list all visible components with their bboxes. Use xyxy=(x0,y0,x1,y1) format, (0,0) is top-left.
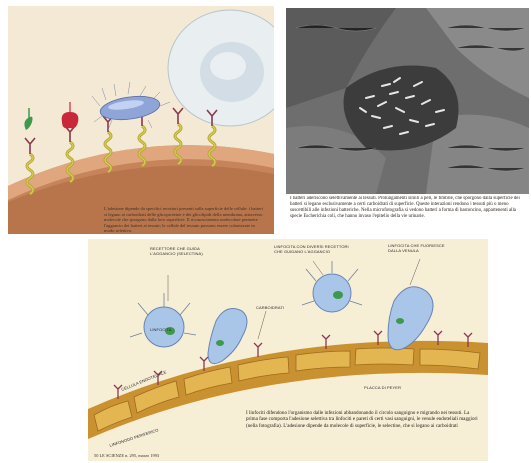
micrograph-image xyxy=(286,8,529,194)
bacterium-icon xyxy=(92,82,170,130)
lymphocyte-1-icon xyxy=(130,293,196,347)
panel-micrograph: I batteri aderiscono selettivamente ai t… xyxy=(286,8,529,232)
label-carboidrati: CARBOIDRATI xyxy=(256,305,284,310)
caption-panel-a: L'adesione dipende da specifici recettor… xyxy=(104,206,264,232)
membrane-illustration xyxy=(8,6,274,234)
page-footer: 50 LE SCIENZE n. 295, marzo 1993 xyxy=(94,453,159,458)
caption-panel-c: I linfociti difendono l'organismo dalle … xyxy=(246,410,480,454)
lymphocyte-3-icon xyxy=(302,261,362,312)
label-placca: PLACCA DI PEYER xyxy=(364,385,401,390)
label-linfonodo: LINFONODO PERIFERICO xyxy=(109,427,159,448)
label-linfocita-1: LINFOCITA xyxy=(150,327,172,332)
lymphocyte-2-icon xyxy=(208,309,247,364)
lymphocyte-4-icon xyxy=(388,287,433,350)
panel-bacterial-adhesion: L'adesione dipende da specifici recettor… xyxy=(8,6,274,234)
caption-panel-b: I batteri aderiscono selettivamente ai t… xyxy=(290,196,526,230)
